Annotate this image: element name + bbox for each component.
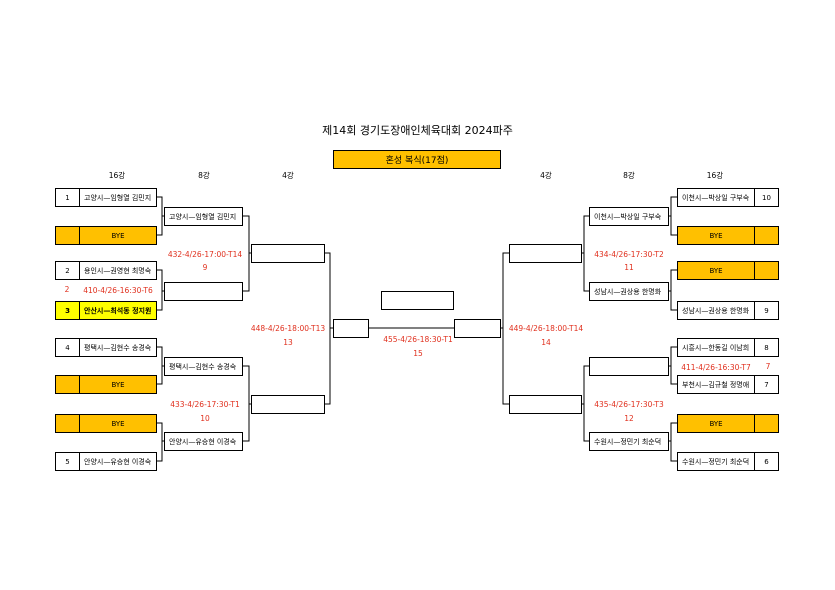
entry-right-1: 이천시—박상일 구부숙 10	[677, 188, 779, 207]
line-l-r16-d	[156, 422, 163, 462]
entry-left-1: 1 고양시—임형열 김민지	[55, 188, 157, 207]
round-label-4-right: 4강	[540, 171, 552, 180]
seed-number	[56, 227, 80, 244]
entry-left-4: 3 안산시—최석동 정지원	[55, 301, 157, 320]
team-name: BYE	[709, 419, 723, 428]
team-name: 용인시—권영현 최명숙	[84, 266, 152, 275]
entry-left-7: BYE	[55, 414, 157, 433]
final-box	[381, 291, 454, 310]
seed-number: 5	[56, 453, 80, 470]
team-name: 성남시—권상용 한명화	[682, 306, 750, 315]
match-10-info: 433-4/26-17:30-T1	[170, 400, 240, 409]
round-label-8-right: 8강	[623, 171, 635, 180]
seed-number: 9	[754, 302, 778, 319]
sf-right	[454, 319, 501, 338]
seed-number: 10	[754, 189, 778, 206]
r8-left-4: 안양시—유승현 이경숙	[164, 432, 243, 451]
team-name: 평택시—김현수 송경숙	[84, 343, 152, 352]
r8-left-1: 고양시—임형열 김민지	[164, 207, 243, 226]
entry-right-6: 부천시—김규철 정명애 7	[677, 375, 779, 394]
entry-right-3: BYE	[677, 261, 779, 280]
entry-right-5: 시흥시—한동길 이남희 8	[677, 338, 779, 357]
team-name: 시흥시—한동길 이남희	[682, 343, 750, 352]
seed-number	[56, 415, 80, 432]
match-15-info: 455-4/26-18:30-T1	[383, 335, 453, 344]
entry-left-3: 2 용인시—권영현 최명숙	[55, 261, 157, 280]
sf-left	[333, 319, 369, 338]
round-label-16-right: 16강	[706, 171, 724, 180]
entry-right-8: 수원시—정민기 최순덕 6	[677, 452, 779, 471]
seed-number: 2	[56, 262, 80, 279]
team-name: BYE	[111, 419, 125, 428]
team-name: 이천시—박상일 구부숙	[682, 193, 750, 202]
line-r-r16-b	[670, 269, 678, 311]
match-10-num: 10	[200, 414, 210, 423]
match-14-info: 449-4/26-18:00-T14	[508, 324, 584, 333]
r8-right-4: 수원시—정민기 최순덕	[589, 432, 669, 451]
match-12-num: 12	[624, 414, 634, 423]
seed-number	[754, 262, 778, 279]
seed-number: 6	[754, 453, 778, 470]
team-name: 부천시—김규철 정명애	[682, 380, 750, 389]
seed-number: 1	[56, 189, 80, 206]
r8-right-3	[589, 357, 669, 376]
event-banner: 혼성 복식(17점)	[333, 150, 501, 169]
r4-left-2	[251, 395, 325, 414]
match-14-num: 14	[541, 338, 551, 347]
team-name: BYE	[111, 231, 125, 240]
team-name: 안산시—최석동 정지원	[84, 306, 152, 315]
match-9-info: 432-4/26-17:00-T14	[167, 250, 243, 259]
team-name: 고양시—임형열 김민지	[84, 193, 152, 202]
entry-right-4: 성남시—권상용 한명화 9	[677, 301, 779, 320]
round-label-8-left: 8강	[198, 171, 210, 180]
match-15-num: 15	[413, 349, 423, 358]
prelim-left-num: 2	[64, 285, 70, 294]
seed-number: 7	[754, 376, 778, 393]
r8-right-1: 이천시—박상일 구부숙	[589, 207, 669, 226]
r4-left-1	[251, 244, 325, 263]
entry-right-2: BYE	[677, 226, 779, 245]
line-l-r16-b	[156, 269, 163, 311]
seed-number: 4	[56, 339, 80, 356]
match-13-info: 448-4/26-18:00-T13	[250, 324, 326, 333]
entry-left-8: 5 안양시—유승현 이경숙	[55, 452, 157, 471]
entry-left-5: 4 평택시—김현수 송경숙	[55, 338, 157, 357]
entry-right-7: BYE	[677, 414, 779, 433]
match-11-num: 11	[624, 263, 634, 272]
r8-left-2	[164, 282, 243, 301]
team-name: 안양시—유승현 이경숙	[84, 457, 152, 466]
entry-left-6: BYE	[55, 375, 157, 394]
page-title: 제14회 경기도장애인체육대회 2024파주	[322, 124, 513, 137]
r8-left-3: 평택시—김현수 송경숙	[164, 357, 243, 376]
team-name: 수원시—정민기 최순덕	[682, 457, 750, 466]
team-name: BYE	[111, 380, 125, 389]
team-name: BYE	[709, 231, 723, 240]
seed-number: 3	[56, 302, 80, 319]
seed-number	[56, 376, 80, 393]
prelim-right-info: 411-4/26-16:30-T7	[681, 363, 751, 372]
r8-right-2: 성남시—권상용 한명화	[589, 282, 669, 301]
team-name: BYE	[709, 266, 723, 275]
r4-right-2	[509, 395, 582, 414]
seed-number	[754, 227, 778, 244]
prelim-right-num: 7	[765, 362, 771, 371]
round-label-4-left: 4강	[282, 171, 294, 180]
round-label-16-left: 16강	[108, 171, 126, 180]
match-9-num: 9	[202, 263, 208, 272]
match-13-num: 13	[283, 338, 293, 347]
line-r-r16-d	[670, 422, 678, 462]
entry-left-2: BYE	[55, 226, 157, 245]
seed-number: 8	[754, 339, 778, 356]
r4-right-1	[509, 244, 582, 263]
prelim-left-info: 410-4/26-16:30-T6	[83, 286, 153, 295]
match-12-info: 435-4/26-17:30-T3	[594, 400, 664, 409]
seed-number	[754, 415, 778, 432]
match-11-info: 434-4/26-17:30-T2	[594, 250, 664, 259]
